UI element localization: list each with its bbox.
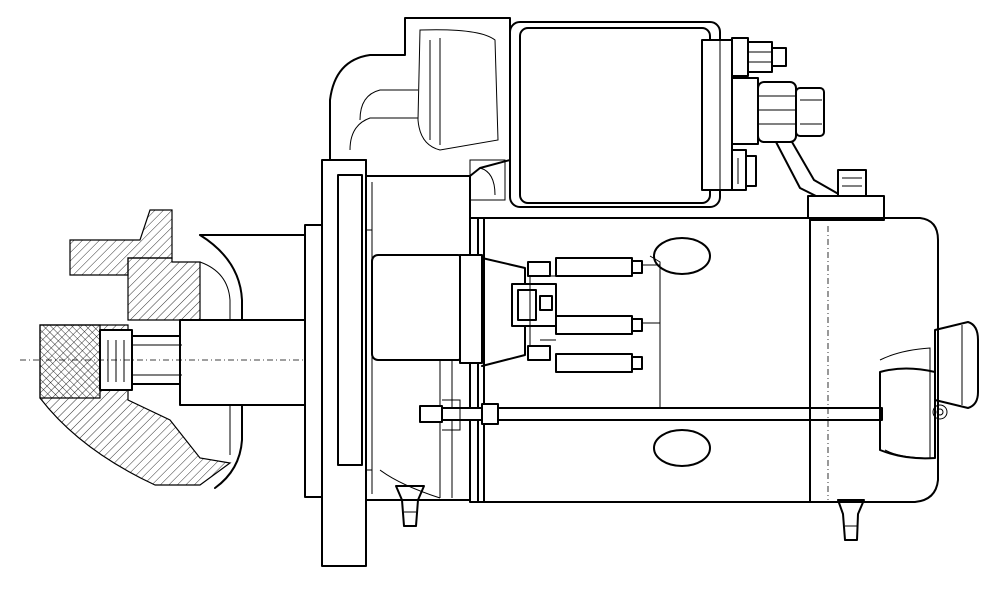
solenoid-bracket [329,17,511,201]
connecting-strap [775,141,885,221]
through-bolt [419,399,883,431]
solenoid [509,21,733,208]
flange-mount [304,159,373,567]
gear-housing-section [39,209,306,489]
terminal-nuts [731,37,825,191]
drain-plugs [395,485,865,541]
brush-assembly [371,254,660,373]
end-cap [809,217,979,503]
